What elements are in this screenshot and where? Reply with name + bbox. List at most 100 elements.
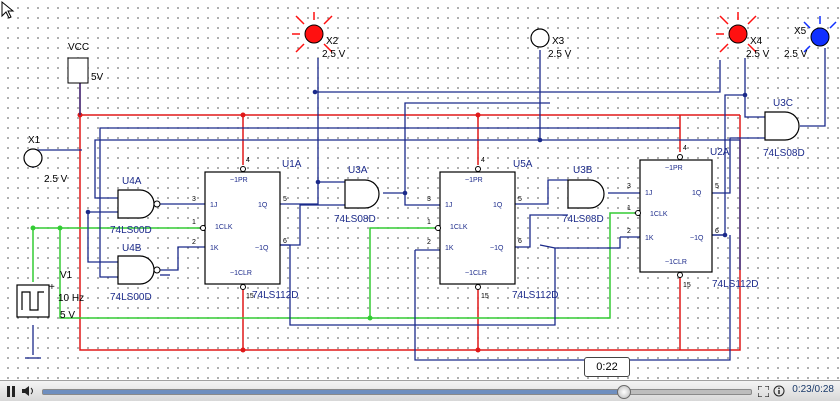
volume-button[interactable] — [20, 384, 36, 398]
u1a-pin-q: 1Q — [258, 202, 268, 209]
v1-plus: + — [49, 282, 55, 293]
gate-u4b[interactable]: U4B 74LS00D — [110, 243, 161, 303]
u2a-label: U2A — [710, 147, 730, 158]
probe-x5-lamp — [810, 27, 830, 47]
logic-nets — [25, 48, 826, 361]
probe-x2-label: X2 — [326, 36, 339, 47]
fullscreen-button[interactable] — [756, 384, 770, 398]
flipflop-u2a[interactable]: U2A 74LS112D ~1PR 1J 1CLK 1K 1Q ~1Q ~1CL… — [627, 145, 759, 290]
u3a-label: U3A — [348, 165, 368, 176]
probe-x3-lamp — [530, 28, 550, 48]
u1a-pinnum-2: 2 — [192, 239, 196, 246]
u2a-pin-qn: ~1Q — [690, 235, 704, 242]
probe-x5[interactable]: X5 2.5 V — [784, 16, 837, 60]
logic-junctions — [85, 89, 748, 238]
u4a-part: 74LS00D — [110, 225, 152, 236]
u1a-pinnum-6: 6 — [283, 238, 287, 245]
u1a-label: U1A — [282, 159, 302, 170]
u5a-pin-pr: ~1PR — [465, 177, 483, 184]
u5a-pinnum-4: 4 — [481, 157, 485, 164]
probe-x1[interactable]: X1 2.5 V — [23, 135, 68, 185]
probe-x2-lamp — [304, 24, 324, 44]
schematic-canvas[interactable]: VCC 5V X1 2.5 V V1 10 Hz 5 V + U4A 74LS0… — [0, 0, 840, 380]
u1a-part: 74LS112D — [252, 290, 299, 301]
probe-x1-value: 2.5 V — [44, 174, 68, 185]
vcc-value: 5V — [91, 72, 104, 83]
probe-x1-lamp — [23, 148, 43, 168]
u2a-pin-clr: ~1CLR — [665, 259, 687, 266]
probe-x2-rays — [292, 12, 333, 53]
v1-voltage: 5 V — [60, 310, 75, 321]
u5a-pinnum-6: 6 — [518, 238, 522, 245]
probe-x4[interactable]: X4 2.5 V — [716, 12, 770, 60]
u5a-pinnum-5: 5 — [518, 196, 522, 203]
speaker-icon — [22, 386, 33, 396]
pause-button[interactable] — [4, 384, 18, 398]
u1a-pinnum-5: 5 — [283, 196, 287, 203]
vcc-label: VCC — [68, 42, 89, 53]
flipflop-u1a[interactable]: U1A 74LS112D ~1PR 1J 1CLK 1K 1Q ~1Q ~1CL… — [192, 157, 302, 301]
gate-u3b[interactable]: U3B 74LS08D — [562, 165, 605, 225]
u4a-label: U4A — [122, 176, 142, 187]
u2a-pin-pr: ~1PR — [665, 165, 683, 172]
probe-x3[interactable]: X3 2.5 V — [530, 28, 572, 60]
seek-tooltip: 0:22 — [584, 357, 630, 377]
u3b-part: 74LS08D — [562, 214, 604, 225]
gate-u3a[interactable]: U3A 74LS08D — [334, 165, 380, 225]
u2a-part: 74LS112D — [712, 279, 759, 290]
gate-u3c[interactable]: U3C 74LS08D — [763, 98, 805, 159]
flipflop-u5a[interactable]: U5A 74LS112D ~1PR 1J 1CLK 1K 1Q ~1Q ~1CL… — [427, 157, 559, 301]
u5a-pin-clk: 1CLK — [450, 224, 468, 231]
seek-bar-progress — [43, 390, 624, 394]
u1a-pin-j: 1J — [210, 202, 217, 209]
vcc-source[interactable]: VCC 5V — [67, 42, 104, 84]
u5a-pin-j: 1J — [445, 202, 452, 209]
probe-x5-rays — [803, 16, 837, 53]
u1a-pinnum-4: 4 — [246, 157, 250, 164]
u2a-pin-q: 1Q — [692, 190, 702, 197]
u3c-part: 74LS08D — [763, 148, 805, 159]
vcc-junctions — [77, 112, 481, 353]
u5a-pinnum-1: 1 — [427, 219, 431, 226]
u2a-pin-j: 1J — [645, 190, 652, 197]
u5a-part: 74LS112D — [512, 290, 559, 301]
u4b-part: 74LS00D — [110, 292, 152, 303]
u5a-pinnum-15: 15 — [481, 293, 489, 300]
u2a-pinnum-1: 1 — [627, 205, 631, 212]
u5a-pin-k: 1K — [445, 245, 454, 252]
circuit-diagram: VCC 5V X1 2.5 V V1 10 Hz 5 V + U4A 74LS0… — [1, 0, 837, 361]
u2a-pinnum-15: 15 — [683, 282, 691, 289]
probe-x3-value: 2.5 V — [548, 49, 572, 60]
u3c-label: U3C — [773, 98, 793, 109]
fullscreen-icon — [757, 385, 769, 397]
probe-x4-value: 2.5 V — [746, 49, 770, 60]
u1a-pin-qn: ~1Q — [255, 245, 269, 252]
mouse-cursor-icon — [1, 0, 15, 19]
gate-u4a[interactable]: U4A 74LS00D — [110, 176, 161, 236]
u1a-pinnum-15: 15 — [246, 293, 254, 300]
probe-x4-label: X4 — [750, 36, 763, 47]
probe-x3-label: X3 — [552, 36, 565, 47]
u5a-pin-qn: ~1Q — [490, 245, 504, 252]
info-button[interactable] — [772, 384, 786, 398]
video-player-bar: 0:23/0:28 — [0, 380, 840, 401]
v1-label: V1 — [60, 270, 73, 281]
probe-x1-label: X1 — [28, 135, 41, 146]
u1a-pinnum-1: 1 — [192, 219, 196, 226]
playback-time: 0:23/0:28 — [792, 384, 834, 395]
probe-x4-rays — [716, 12, 757, 53]
u5a-pinnum-3: 3 — [427, 196, 431, 203]
clock-source-v1[interactable]: V1 10 Hz 5 V + — [16, 270, 84, 321]
seek-bar[interactable] — [42, 385, 752, 399]
info-icon — [773, 385, 785, 397]
square-wave-icon — [21, 291, 44, 311]
u2a-pin-k: 1K — [645, 235, 654, 242]
u1a-pin-clk: 1CLK — [215, 224, 233, 231]
u5a-pin-q: 1Q — [493, 202, 503, 209]
v1-frequency: 10 Hz — [58, 293, 84, 304]
u5a-pinnum-2: 2 — [427, 239, 431, 246]
clock-junctions — [30, 225, 373, 321]
probe-x2[interactable]: X2 2.5 V — [292, 12, 346, 60]
probe-x4-lamp — [728, 24, 748, 44]
seek-bar-thumb[interactable] — [616, 385, 631, 399]
